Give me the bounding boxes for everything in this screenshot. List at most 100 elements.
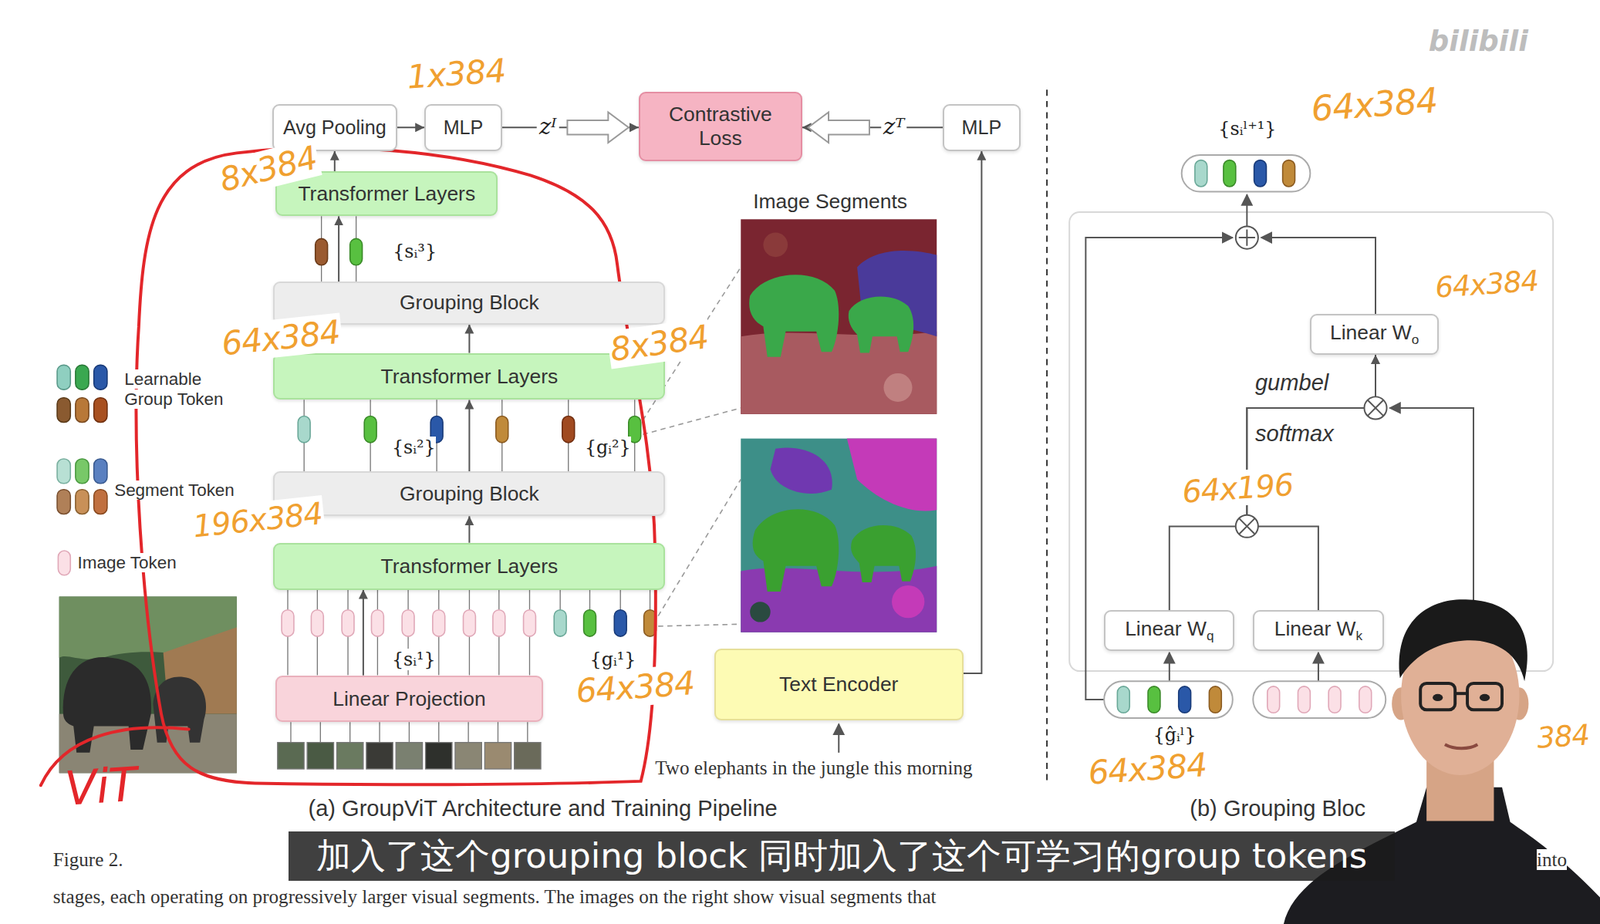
legend-text: Learnable Group Token [124,369,223,409]
box-label: Linear W [1124,617,1207,641]
label-text: (a) GroupViT Architecture and Training P… [307,796,777,821]
label-text: Image Segments [752,189,908,213]
image-patches [277,722,541,770]
box-text: Transformer Layers [381,364,559,389]
process-box: Grouping Block [273,471,665,517]
box-label: Transformer Layers [381,364,559,389]
label-text: {sᵢˡ⁺¹} [1218,118,1276,140]
math-symbol: {sᵢ³} [392,240,437,263]
label-text: 加入了这个grouping block 同时加入了这个可学习的group tok… [288,831,1395,882]
handwritten-note: 64x384 [573,664,698,712]
label-text: bilibili [1428,24,1529,58]
label-text: {sᵢ³} [392,240,437,263]
edge-label-text: zᵀ [881,114,908,141]
legend-entry: Image Token [77,553,177,574]
label-text: 64x196 [1179,466,1297,510]
handwritten-note: 384 [1534,718,1593,756]
box-text: Text Encoder [779,672,898,697]
label-text: into [1536,849,1567,871]
label-text: 384 [1534,718,1592,756]
label-text: Two elephants in the jungle this morning [654,757,973,779]
box-label: Linear Projection [332,687,486,711]
math-symbol: {sᵢˡ⁺¹} [1218,118,1276,140]
box-label: Transformer Layers [381,554,559,578]
label-text: 8x384 [606,317,713,370]
label-text: ViT [63,757,139,817]
math-symbol: {sᵢ²} [391,436,436,459]
legend-samples [57,364,108,575]
video-subtitle: 加入了这个grouping block 同时加入了这个可学习的group tok… [288,831,1395,882]
legend-text: Image Token [77,553,177,573]
box-text: Linear Wk [1274,617,1363,645]
handwritten-note: 1x384 [404,52,509,98]
connector [468,400,470,473]
box-label: Grouping Block [399,290,540,314]
label-text: stages, each operating on progressively … [53,886,937,908]
connector [337,216,340,282]
grouping-panel [1069,155,1553,719]
label-text: 64x384 [1432,263,1541,304]
box-text: Transformer Layers [297,182,476,206]
process-box: MLP [424,104,503,152]
box-label: Text Encoder [779,672,898,696]
caption-text: Two elephants in the jungle this morning [654,756,973,780]
box-text: Linear Wo [1329,320,1419,348]
red-annotation [40,148,656,787]
connector [397,126,426,129]
box-text: Linear Wq [1124,617,1214,645]
box-label: Transformer Layers [297,182,476,206]
edge-label-text: zᴵ [536,114,560,141]
hollow-arrow [808,111,870,143]
connector [334,151,336,172]
math-symbol: {ĝᵢˡ} [1153,724,1197,746]
caption-text: stages, each operating on progressively … [53,885,937,909]
handwritten-note: 64x384 [1308,81,1441,130]
label-text: {sᵢ²} [391,436,436,459]
box-text: MLP [443,116,484,139]
process-box: Linear Wq [1103,610,1235,652]
segment-image [740,219,937,415]
box-text: Transformer Layers [381,554,559,579]
label-text: 1x384 [404,51,509,97]
process-box: Transformer Layers [273,353,665,401]
label-text: {ĝᵢˡ} [1153,724,1197,746]
box-text: Linear Projection [332,687,486,712]
text-arrow [837,724,840,753]
label-text: gumbel softmax [1255,370,1334,446]
caption-text: into [1536,848,1567,872]
connector [468,516,470,543]
operation-label: gumbel softmax [1255,357,1357,460]
legend-entry: Segment Token [114,480,235,501]
process-box: Contrastive Loss [638,91,803,162]
subscript: o [1411,331,1420,348]
handwritten-note: 8x384 [606,318,713,371]
box-label: Contrastive Loss [668,102,773,150]
connector [1169,354,1376,611]
heading-text: Image Segments [752,189,908,213]
watermark: bilibili [1428,24,1529,59]
handwritten-note: 196x384 [189,496,326,545]
math-symbol: {gᵢ¹} [590,648,637,671]
box-label: Avg Pooling [283,116,387,139]
box-label: Linear W [1274,617,1357,641]
handwritten-note: 64x384 [1432,263,1541,305]
subfigure-caption: (b) Grouping Bloc [1189,796,1366,822]
subfigure-caption: (a) GroupViT Architecture and Training P… [307,796,777,822]
process-box: Transformer Layers [273,543,665,591]
edge-label: zᵀ [881,114,908,141]
divider [1046,89,1048,786]
math-symbol: {sᵢ¹} [391,648,436,671]
label-text: {gᵢ²} [584,436,632,459]
process-box: MLP [942,104,1021,152]
handwritten-note: ViT [63,758,139,817]
math-symbol: {gᵢ²} [584,436,632,459]
label-text: 196x384 [189,495,326,545]
box-label: Grouping Block [399,482,540,506]
label-text: 64x384 [1085,745,1210,793]
segment-image [740,438,937,633]
process-box: Text Encoder [714,648,964,721]
handwritten-note: 64x196 [1179,467,1297,511]
box-label: MLP [962,116,1003,139]
box-text: Avg Pooling [283,116,387,139]
